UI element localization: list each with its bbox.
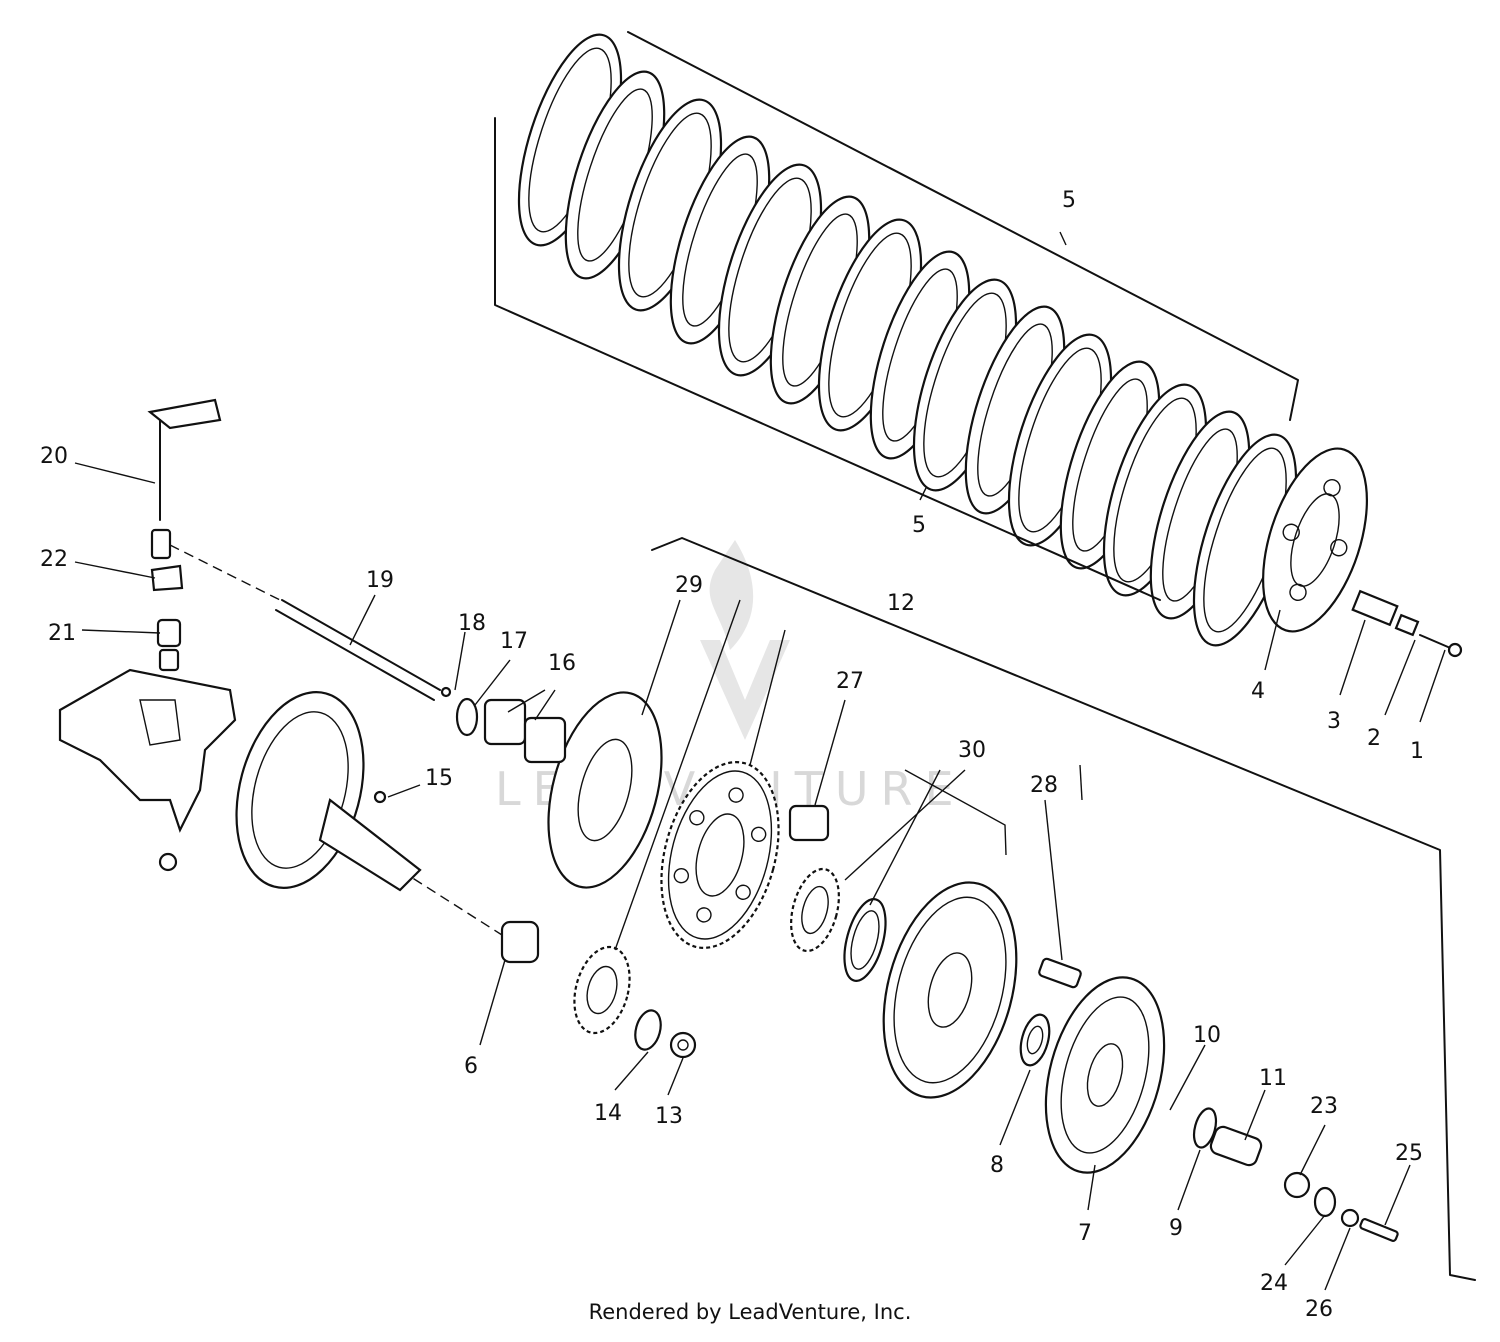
needle-bearings — [440, 686, 567, 764]
callout-13: 13 — [655, 1104, 683, 1129]
callout-16: 16 — [548, 651, 576, 676]
callout-15: 15 — [425, 766, 453, 791]
callout-7: 7 — [1078, 1221, 1092, 1246]
assembly-bracket-12 — [651, 537, 1476, 1281]
callout-29: 29 — [675, 573, 703, 598]
thrust-washer — [843, 898, 887, 982]
gear-nut — [669, 1031, 697, 1059]
callout-25: 25 — [1395, 1141, 1423, 1166]
leader-lines — [74, 462, 1446, 1291]
large-gear — [660, 761, 780, 949]
callout-1: 1 — [1410, 739, 1424, 764]
callout-5-top: 5 — [1062, 188, 1076, 213]
callout-11: 11 — [1259, 1066, 1287, 1091]
callout-12: 12 — [887, 591, 915, 616]
bushing — [788, 804, 830, 842]
callout-22: 22 — [40, 547, 68, 572]
friction-ring — [547, 691, 663, 889]
callout-24: 24 — [1260, 1271, 1288, 1296]
callout-10: 10 — [1193, 1023, 1221, 1048]
spacer-washer — [634, 1009, 662, 1051]
clutch-hub — [1044, 976, 1166, 1174]
washer — [1019, 1013, 1051, 1067]
callout-5-bottom: 5 — [912, 513, 926, 538]
clutch-basket — [882, 881, 1018, 1099]
release-arm — [147, 398, 222, 672]
push-rod — [275, 599, 441, 701]
callout-14: 14 — [594, 1101, 622, 1126]
callout-28: 28 — [1030, 773, 1058, 798]
small-gear — [573, 945, 631, 1035]
clutch-plate-stack — [494, 31, 1299, 647]
callout-9: 9 — [1169, 1216, 1183, 1241]
drive-drum — [235, 691, 365, 889]
callout-30: 30 — [958, 738, 986, 763]
drive-gear — [790, 867, 840, 953]
pressure-plate — [1262, 447, 1368, 633]
lock-washer — [1192, 1107, 1218, 1149]
callout-23: 23 — [1310, 1094, 1338, 1119]
hub-nut — [1209, 1125, 1263, 1167]
spring-bolt-set — [1351, 589, 1463, 658]
callout-21: 21 — [48, 621, 76, 646]
callout-labels: 1 2 3 4 5 5 6 7 8 9 10 11 12 13 14 15 16… — [40, 188, 1424, 1322]
guide-line — [399, 869, 503, 936]
callout-26: 26 — [1305, 1297, 1333, 1322]
callout-2: 2 — [1367, 726, 1381, 751]
collar — [500, 920, 540, 964]
callout-8: 8 — [990, 1153, 1004, 1178]
nut-and-washer — [1283, 1171, 1399, 1242]
callout-27: 27 — [836, 669, 864, 694]
callout-6: 6 — [464, 1054, 478, 1079]
drive-shaft — [318, 790, 422, 892]
callout-20: 20 — [40, 444, 68, 469]
bolt — [1038, 957, 1082, 989]
callout-18: 18 — [458, 611, 486, 636]
crankcase-housing — [58, 668, 237, 872]
callout-19: 19 — [366, 568, 394, 593]
callout-17: 17 — [500, 629, 528, 654]
render-credit: Rendered by LeadVenture, Inc. — [588, 1300, 912, 1324]
callout-4: 4 — [1251, 679, 1265, 704]
callout-3: 3 — [1327, 709, 1341, 734]
guide-line — [169, 544, 281, 601]
